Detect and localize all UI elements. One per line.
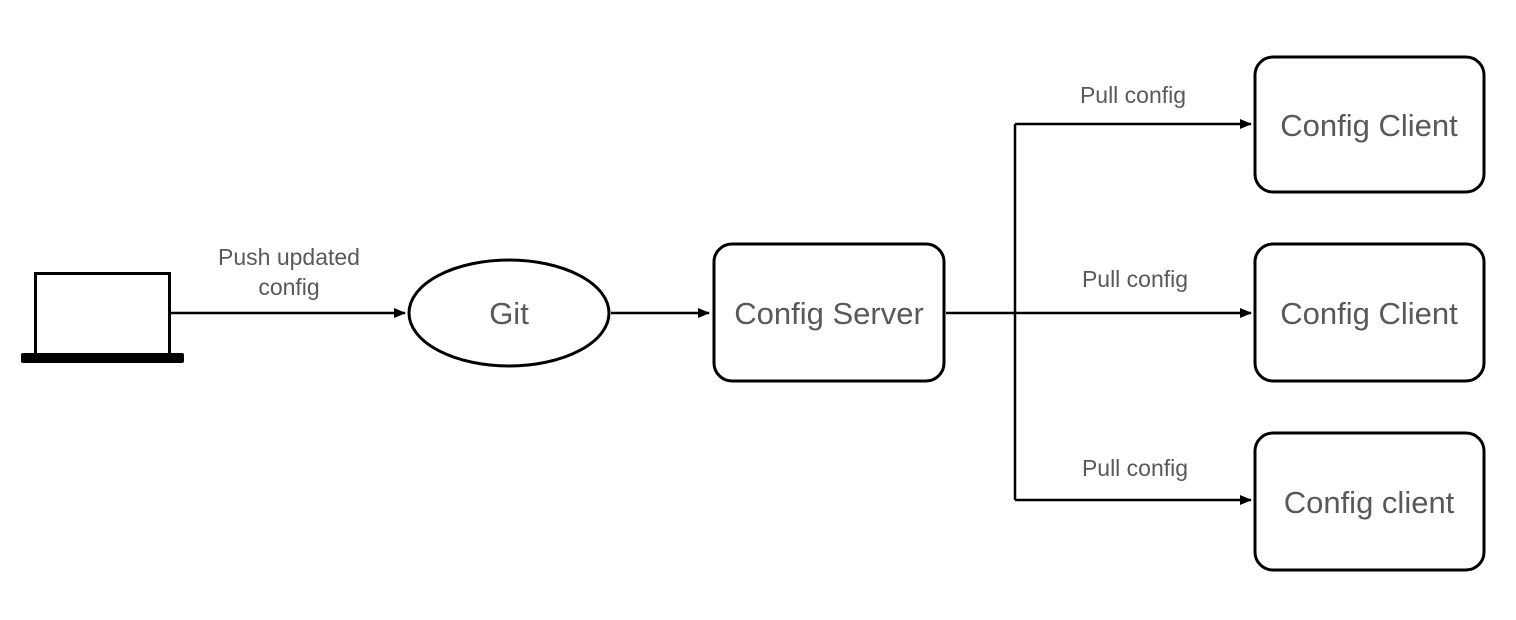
config-client-node-3[interactable]: Config client — [1253, 431, 1486, 572]
edge-label-pull-1: Pull config — [1080, 82, 1186, 108]
config-server-label: Config Server — [734, 296, 924, 331]
config-server-node[interactable]: Config Server — [712, 242, 946, 383]
edge-label-pull-3: Pull config — [1082, 455, 1188, 481]
edge-label-pull-2: Pull config — [1082, 266, 1188, 292]
git-node-label: Git — [489, 296, 529, 331]
edge-label-push-line1: Push updated — [218, 244, 360, 270]
config-client-label-1: Config Client — [1280, 108, 1458, 143]
config-client-label-2: Config Client — [1280, 296, 1458, 331]
config-client-node-2[interactable]: Config Client — [1253, 242, 1486, 383]
fan-out-edges — [946, 119, 1252, 505]
config-client-label-3: Config client — [1284, 485, 1455, 520]
config-client-node-1[interactable]: Config Client — [1253, 55, 1486, 194]
git-node[interactable]: Git — [407, 258, 611, 368]
edge-label-push-line2: config — [258, 274, 319, 300]
laptop-icon — [21, 272, 184, 363]
